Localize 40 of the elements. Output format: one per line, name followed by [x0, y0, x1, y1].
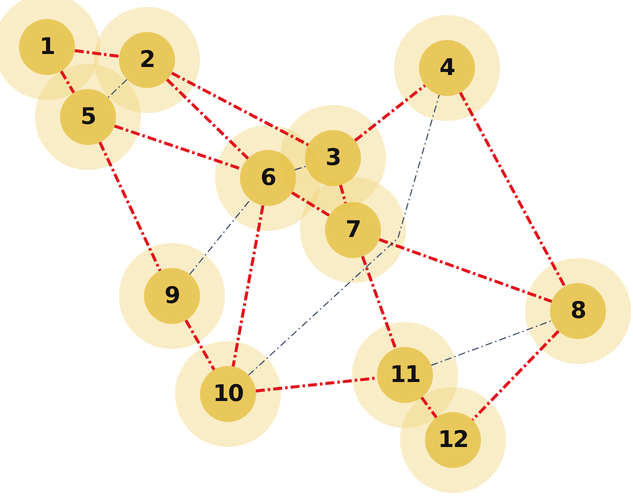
node-number: 6 — [260, 165, 276, 191]
node-number: 5 — [80, 104, 96, 130]
node-number: 12 — [438, 427, 468, 453]
link-line — [60, 70, 76, 94]
link-line — [361, 256, 397, 350]
node-circle — [60, 89, 116, 145]
node-number: 3 — [325, 145, 340, 171]
link-line — [458, 92, 566, 288]
node-circle — [240, 150, 296, 206]
node-circle — [325, 202, 381, 258]
node-circle — [425, 412, 481, 468]
node-circle — [550, 283, 606, 339]
node-number: 7 — [345, 217, 360, 243]
link-line — [114, 124, 242, 170]
thin-link-line — [294, 166, 306, 170]
link-line — [378, 238, 552, 303]
thin-link-line — [248, 94, 440, 376]
link-line — [98, 142, 162, 272]
node-number: 2 — [139, 47, 154, 73]
link-line — [420, 396, 438, 418]
thin-link-line — [189, 199, 251, 275]
link-line — [354, 84, 426, 142]
node-number: 9 — [164, 283, 180, 309]
thin-link-line — [108, 79, 128, 98]
thin-link-line — [431, 320, 552, 366]
link-line — [74, 49, 120, 58]
link-line — [339, 184, 347, 204]
link-line — [171, 72, 309, 146]
node-number: 4 — [439, 55, 454, 81]
link-line — [291, 191, 330, 217]
node-number: 1 — [39, 34, 54, 60]
node-number: 10 — [212, 381, 243, 407]
link-line — [184, 320, 216, 370]
node-number: 8 — [570, 298, 586, 324]
node-circle — [119, 32, 175, 88]
node-number: 11 — [390, 362, 420, 388]
link-line — [232, 205, 264, 367]
link-line — [471, 330, 560, 421]
link-line — [166, 78, 250, 160]
link-line — [256, 376, 378, 392]
